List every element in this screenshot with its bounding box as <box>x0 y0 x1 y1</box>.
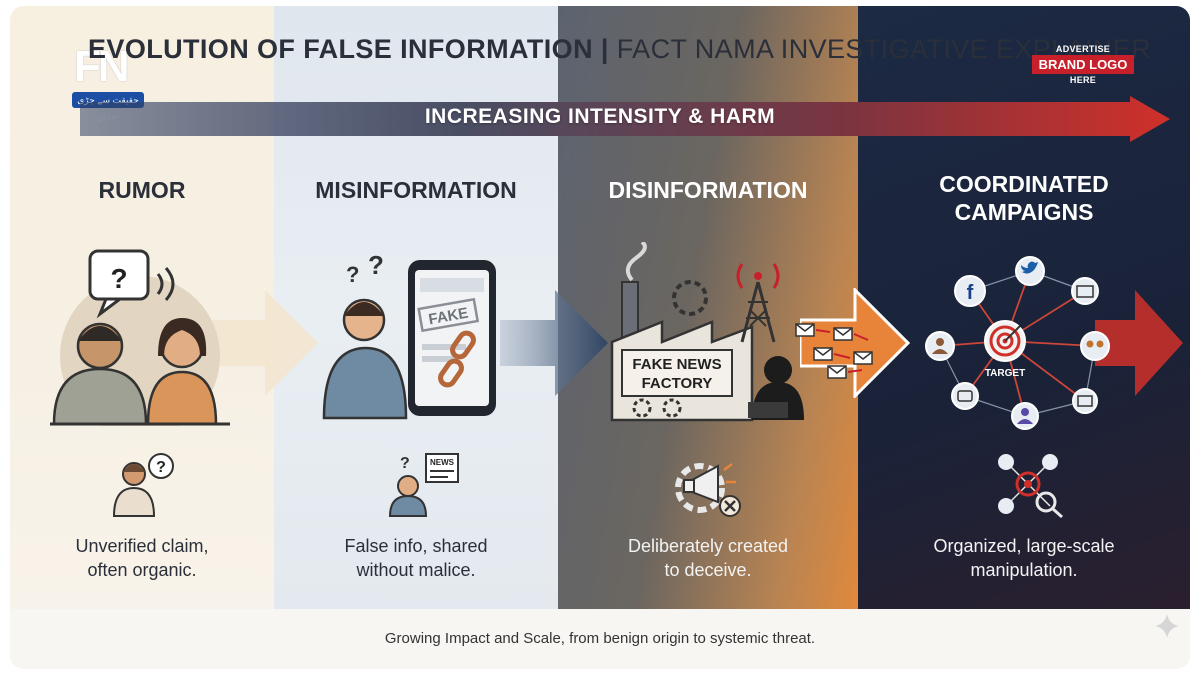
arrow-campaigns-outward <box>1095 290 1183 396</box>
brand-logo-placeholder: ADVERTISE BRAND LOGO HERE <box>1032 44 1134 85</box>
stage-title-line2: CAMPAIGNS <box>954 199 1094 225</box>
rumor-question-text: ? <box>110 263 127 294</box>
desc-line2: to deceive. <box>664 560 752 580</box>
logo-letters: FN <box>74 42 130 91</box>
title-separator: | <box>593 34 617 64</box>
confused-question-2: ? <box>368 252 384 280</box>
envelope-icons <box>795 323 873 379</box>
news-badge-text: NEWS <box>430 458 455 467</box>
rumor-illustration: ? <box>50 249 230 426</box>
arrow-rumor-to-misinfo <box>210 290 318 396</box>
stage-title-misinformation: MISINFORMATION <box>315 177 517 203</box>
confused-question-1: ? <box>346 262 359 287</box>
desc-line1: Organized, large-scale <box>933 536 1115 556</box>
arrow-misinfo-to-disinfo <box>500 290 608 396</box>
desc-line1: False info, shared <box>344 536 488 556</box>
factory-label-line1: FAKE NEWS <box>632 356 721 373</box>
megaphone-gear-icon <box>675 463 741 517</box>
disinformation-illustration: FAKE NEWS FACTORY <box>610 242 804 422</box>
desc-line2: without malice. <box>356 560 476 580</box>
whisper-icon: ? <box>112 453 174 517</box>
brand-main-text: BRAND LOGO <box>1032 55 1134 74</box>
desc-line1: Deliberately created <box>627 536 789 556</box>
title-bold: EVOLUTION OF FALSE INFORMATION <box>88 34 593 64</box>
page-title: EVOLUTION OF FALSE INFORMATION | FACT NA… <box>88 34 1151 65</box>
desc-line2: often organic. <box>87 560 197 580</box>
twitter-icon <box>1021 261 1038 274</box>
misinfo-question-text: ? <box>400 455 410 472</box>
stage-title-line1: COORDINATED <box>939 171 1109 197</box>
whisper-question-text: ? <box>156 459 166 476</box>
sparkle-icon <box>1155 614 1179 638</box>
arrow-disinfo-to-campaigns <box>800 288 910 398</box>
stage-title-coordinated-campaigns: COORDINATED CAMPAIGNS <box>858 170 1190 226</box>
intensity-label: INCREASING INTENSITY & HARM <box>424 105 776 128</box>
brand-bottom-text: HERE <box>1069 75 1097 85</box>
stage-desc-misinformation: False info, shared without malice. <box>274 534 558 582</box>
misinformation-illustration: ? ? FAKE <box>322 252 496 420</box>
network-illustration: f TARGET <box>925 256 1110 430</box>
brand-top-text: ADVERTISE <box>1055 44 1111 54</box>
target-label: TARGET <box>985 368 1025 379</box>
factory-label-line2: FACTORY <box>642 375 713 392</box>
footer-caption: Growing Impact and Scale, from benign or… <box>10 609 1190 669</box>
stage-desc-coordinated-campaigns: Organized, large-scale manipulation. <box>858 534 1190 582</box>
stage-desc-rumor: Unverified claim, often organic. <box>10 534 274 582</box>
targeting-network-icon <box>998 454 1063 518</box>
desc-line1: Unverified claim, <box>75 536 209 556</box>
misinfo-person-news-icon: ? NEWS <box>388 453 459 517</box>
stage-title-rumor: RUMOR <box>98 177 186 203</box>
intensity-arrow <box>80 96 1170 142</box>
stage-title-disinformation: DISINFORMATION <box>608 177 808 203</box>
stage-desc-disinformation: Deliberately created to deceive. <box>558 534 858 582</box>
desc-line2: manipulation. <box>970 560 1078 580</box>
fake-stamp-text: FAKE <box>427 305 469 329</box>
facebook-icon: f <box>967 282 974 304</box>
infographic-frame: FN حقیقت سے جڑی خبریں EVOLUTION OF FALSE… <box>10 6 1190 669</box>
